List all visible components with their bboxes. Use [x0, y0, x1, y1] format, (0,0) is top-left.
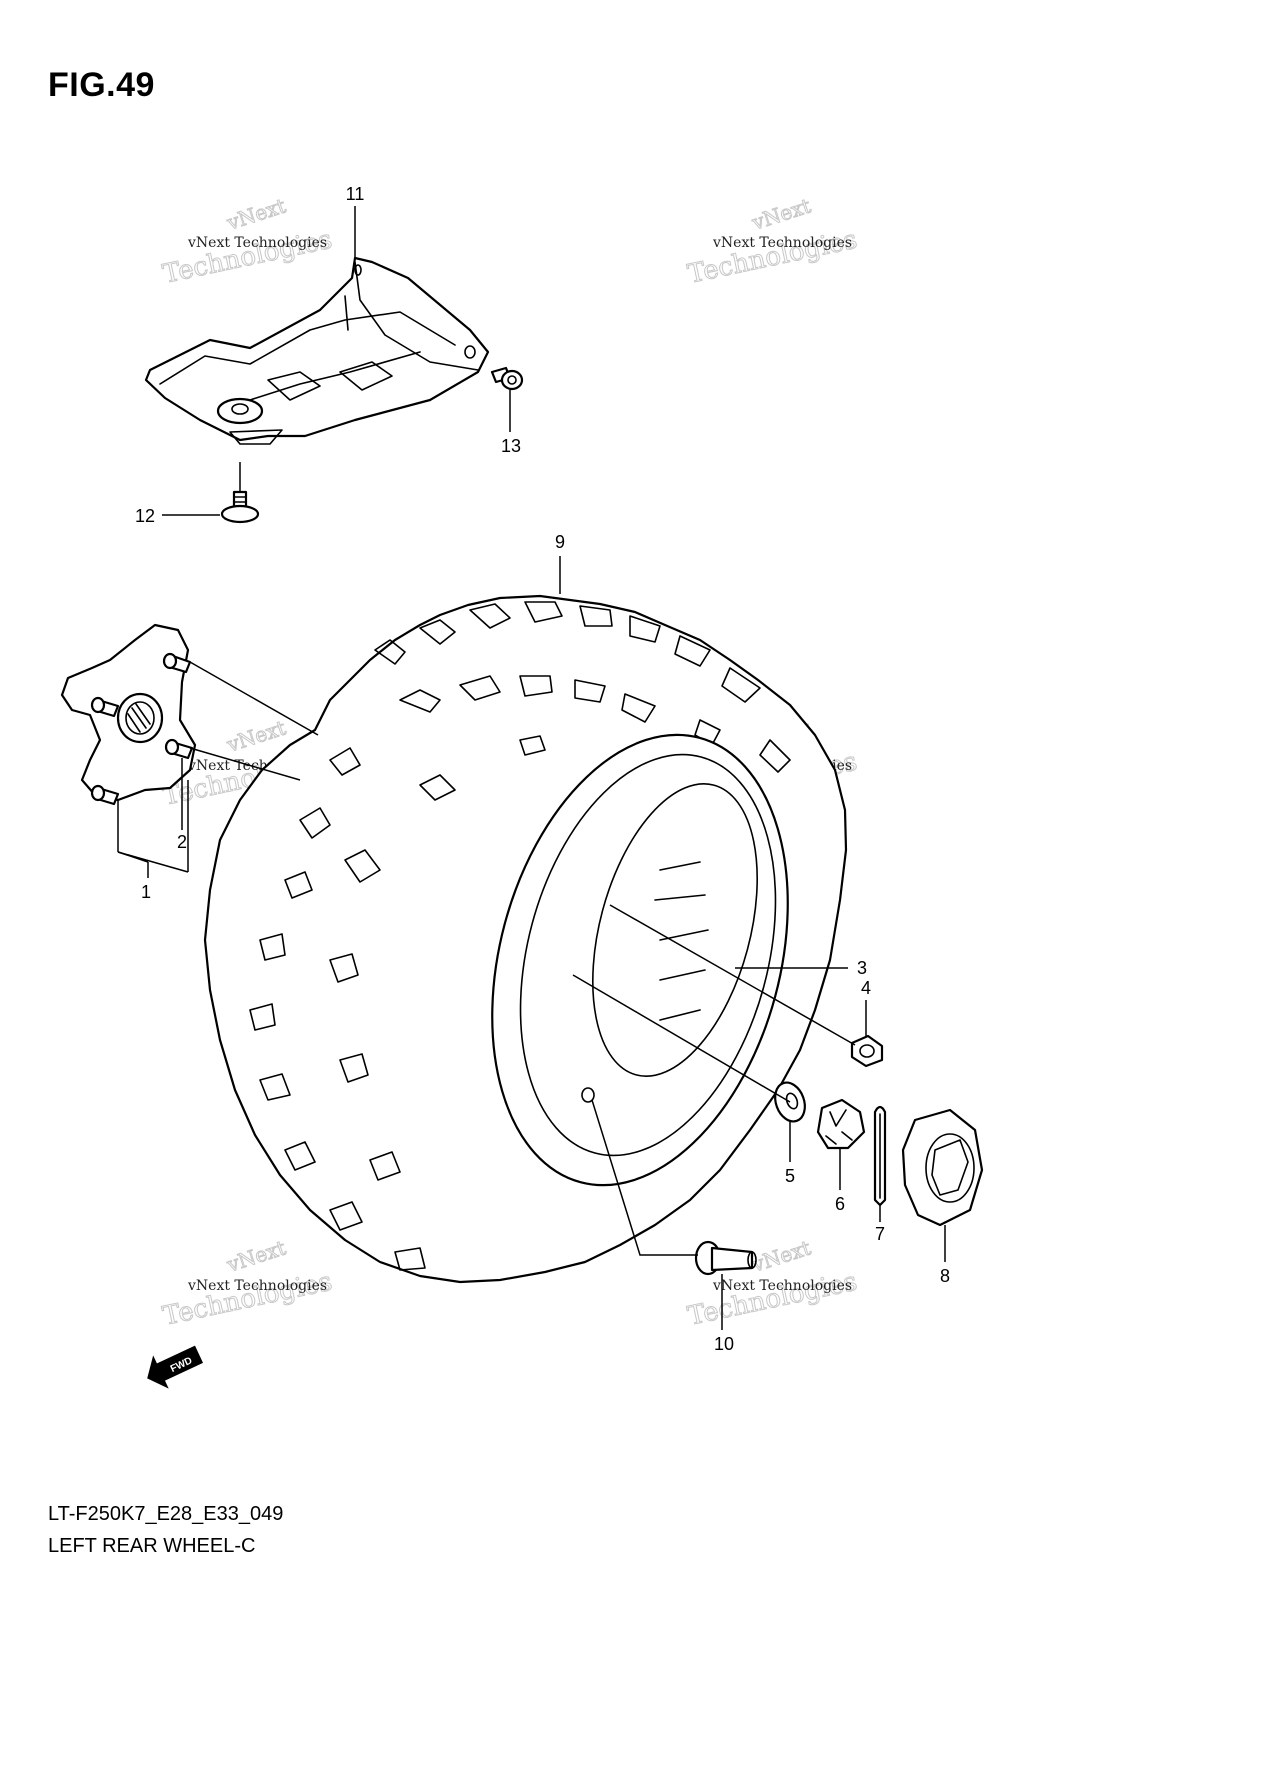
part-11-guard — [144, 256, 490, 445]
callout-labels: 11 13 12 9 2 1 3 4 5 6 7 8 10 — [135, 184, 950, 1354]
callout-10: 10 — [714, 1334, 734, 1354]
figure-code: LT-F250K7_E28_E33_049 — [48, 1503, 284, 1525]
watermark-top-left: Technologies vNext Technologies vNext — [160, 193, 336, 290]
svg-text:vNext Technologies: vNext Technologies — [712, 235, 852, 251]
callout-6: 6 — [835, 1194, 845, 1214]
leader-lines — [117, 206, 946, 1330]
part-7-cotter-pin — [873, 1105, 887, 1207]
svg-text:vNext: vNext — [223, 1235, 288, 1277]
part-12-bolt — [220, 490, 260, 524]
part-1-hub — [60, 623, 197, 806]
svg-text:vNext: vNext — [748, 193, 813, 235]
callout-9: 9 — [555, 532, 565, 552]
callout-11: 11 — [346, 184, 365, 204]
svg-text:vNext: vNext — [748, 1235, 813, 1277]
svg-text:vNext Technologies: vNext Technologies — [712, 1278, 852, 1294]
part-6-castle-nut — [816, 1098, 866, 1150]
svg-text:vNext Technologies: vNext Technologies — [187, 1278, 327, 1294]
figure-name: LEFT REAR WHEEL-C — [48, 1535, 256, 1557]
callout-1: 1 — [141, 882, 151, 902]
callout-3: 3 — [857, 958, 867, 978]
fwd-arrow-icon: FWD — [147, 1345, 204, 1389]
svg-text:vNext: vNext — [223, 193, 288, 235]
callout-7: 7 — [875, 1224, 885, 1244]
callout-8: 8 — [940, 1266, 950, 1286]
svg-text:Technologies: Technologies — [160, 1267, 335, 1332]
figure-title: FIG.49 — [48, 66, 155, 104]
callout-5: 5 — [785, 1166, 795, 1186]
callout-13: 13 — [501, 436, 521, 456]
callout-4: 4 — [861, 978, 871, 998]
part-10-valve — [694, 1240, 757, 1276]
watermark-top-right: Technologies vNext Technologies vNext — [685, 193, 861, 290]
callout-12: 12 — [135, 506, 155, 526]
part-13-bolt — [490, 366, 524, 391]
watermark-bottom-left: Technologies vNext Technologies vNext — [160, 1235, 336, 1332]
part-4-nut — [850, 1034, 884, 1068]
part-8-hub-cap — [901, 1108, 984, 1227]
callout-2: 2 — [177, 832, 187, 852]
svg-text:vNext: vNext — [223, 715, 288, 757]
part-9-tire — [203, 594, 848, 1284]
svg-text:Technologies: Technologies — [685, 1267, 860, 1332]
svg-text:vNext Technologies: vNext Technologies — [187, 235, 327, 251]
